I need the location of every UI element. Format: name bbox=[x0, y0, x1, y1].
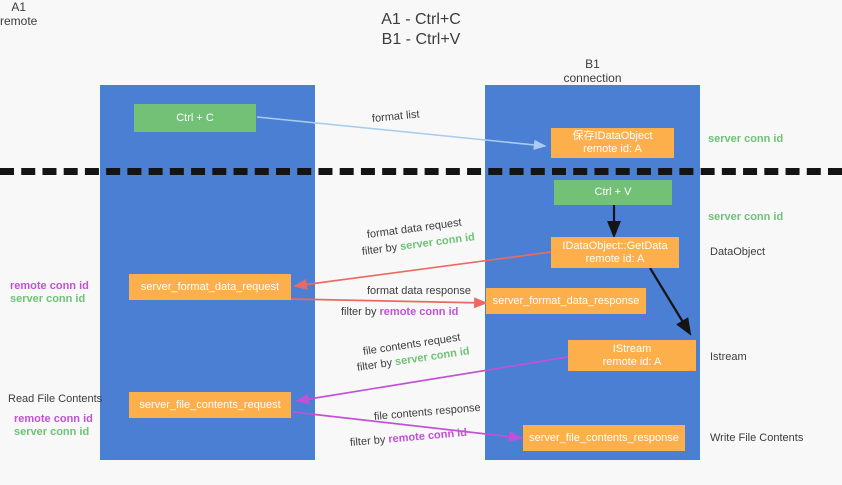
filter-key-remote-conn-id: remote conn id bbox=[387, 426, 468, 446]
box-server-file-contents-response[interactable]: server_file_contents_response bbox=[523, 425, 685, 451]
filter-prefix: filter by bbox=[341, 306, 380, 318]
edge-label-format-list: format list bbox=[371, 108, 421, 125]
edge-format-data-response bbox=[289, 297, 488, 309]
box-ctrl-v[interactable]: Ctrl + V bbox=[554, 180, 672, 205]
label-read-file-contents: Read File Contents bbox=[8, 393, 103, 405]
lane-b1-name: B1 bbox=[585, 57, 600, 71]
box-server-file-contents-request[interactable]: server_file_contents_request bbox=[129, 392, 291, 418]
box-istream[interactable]: IStream remote id: A bbox=[568, 340, 696, 371]
edge-label-file-contents-response: file contents response bbox=[373, 401, 482, 423]
filter-prefix: filter by bbox=[356, 356, 396, 374]
box-save-idataobject[interactable]: 保存IDataObject remote id: A bbox=[551, 128, 674, 158]
edge-label-file-contents-response-filter: filter by remote conn id bbox=[349, 426, 467, 450]
label-server-conn-id-second: server conn id bbox=[708, 211, 784, 223]
label-remote-conn-id-upper: remote conn id bbox=[10, 280, 89, 292]
title-line-1: A1 - Ctrl+C bbox=[381, 11, 461, 28]
label-server-conn-id-upper: server conn id bbox=[10, 293, 86, 305]
label-server-conn-id-top: server conn id bbox=[708, 133, 784, 145]
label-istream: Istream bbox=[710, 351, 747, 363]
filter-prefix: filter by bbox=[361, 241, 401, 258]
lane-a1-sub: remote bbox=[0, 14, 38, 28]
box-server-format-data-request[interactable]: server_format_data_request bbox=[129, 274, 291, 300]
filter-prefix: filter by bbox=[349, 433, 389, 449]
edge-label-format-data-response: format data response bbox=[367, 285, 471, 297]
label-dataobject: DataObject bbox=[710, 246, 766, 258]
label-remote-conn-id-lower: remote conn id bbox=[14, 413, 93, 425]
trust-boundary-divider bbox=[0, 168, 842, 175]
box-server-format-data-response[interactable]: server_format_data_response bbox=[486, 288, 646, 314]
page-title: A1 - Ctrl+C B1 - Ctrl+V bbox=[0, 10, 842, 50]
box-ctrl-c[interactable]: Ctrl + C bbox=[134, 104, 256, 132]
label-server-conn-id-lower: server conn id bbox=[14, 426, 90, 438]
lane-b1-sub: connection bbox=[563, 71, 622, 85]
box-idataobject-getdata[interactable]: IDataObject::GetData remote id: A bbox=[551, 237, 679, 268]
lane-a1-name: A1 bbox=[11, 0, 27, 14]
title-line-2: B1 - Ctrl+V bbox=[381, 31, 461, 48]
label-write-file-contents: Write File Contents bbox=[710, 432, 804, 444]
filter-key-remote-conn-id: remote conn id bbox=[379, 306, 459, 318]
edge-label-format-data-response-filter: filter by remote conn id bbox=[341, 305, 458, 319]
